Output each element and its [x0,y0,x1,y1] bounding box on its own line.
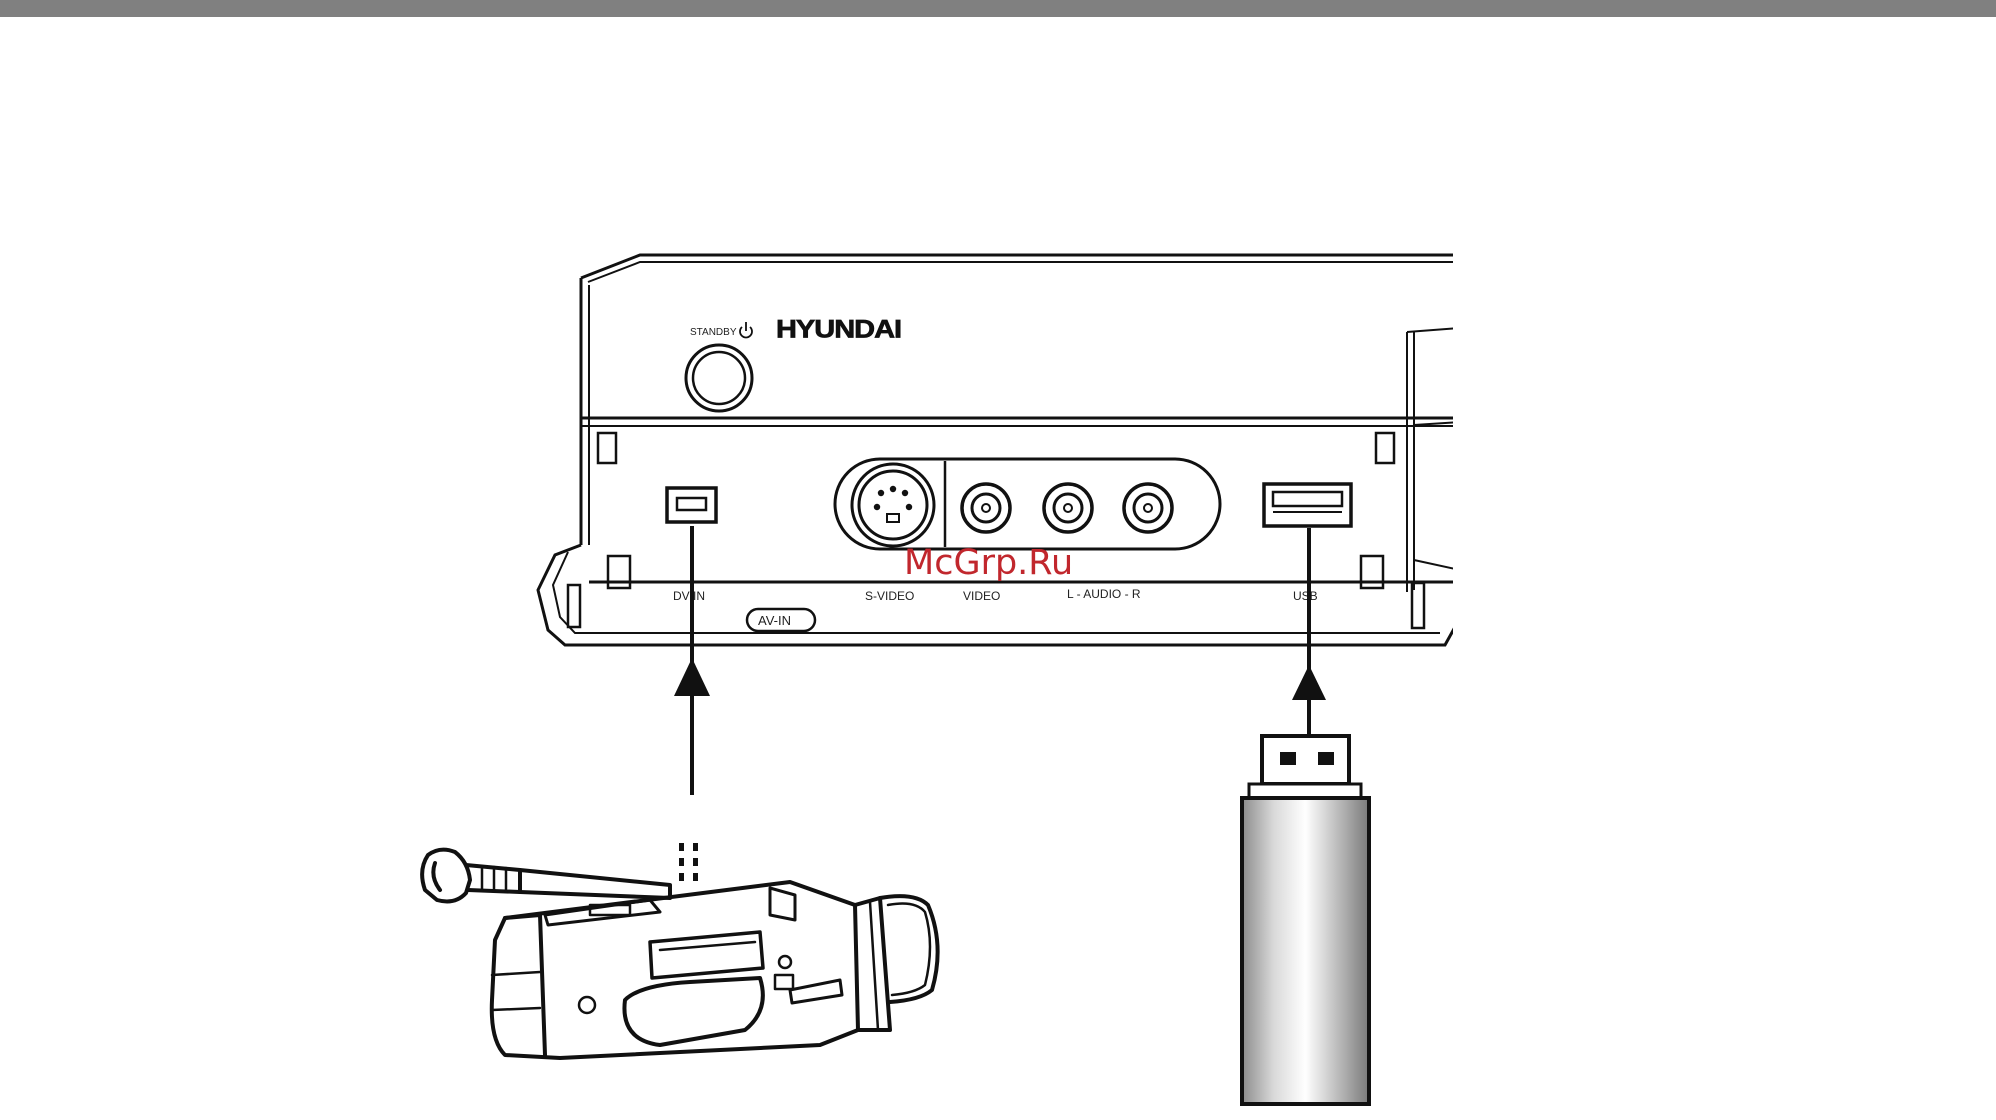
audio-left-port[interactable] [1044,484,1092,532]
dv-in-port[interactable] [667,488,716,522]
audio-label: L - AUDIO - R [1067,587,1141,601]
camcorder-icon [422,843,938,1058]
s-video-port[interactable] [852,464,934,546]
arrow-camcorder-to-dv-in [674,526,710,795]
video-port[interactable] [962,484,1010,532]
standby-button[interactable] [686,345,752,411]
video-label: VIDEO [963,589,1000,603]
s-video-label: S-VIDEO [865,589,914,603]
usb-port[interactable] [1264,484,1351,526]
usb-label: USB [1293,589,1318,603]
dv-in-label: DV IN [673,589,705,603]
audio-right-port[interactable] [1124,484,1172,532]
device-front-panel [538,255,1460,645]
watermark: McGrp.Ru [904,543,1073,583]
standby-label: STANDBY [690,327,737,338]
power-icon [740,322,752,337]
svg-text:AV-IN: AV-IN [758,613,791,628]
av-in-badge: AV-IN [747,609,815,631]
brand-logo: HYUNDAI [776,315,901,342]
usb-flash-drive-icon [1242,736,1369,1104]
